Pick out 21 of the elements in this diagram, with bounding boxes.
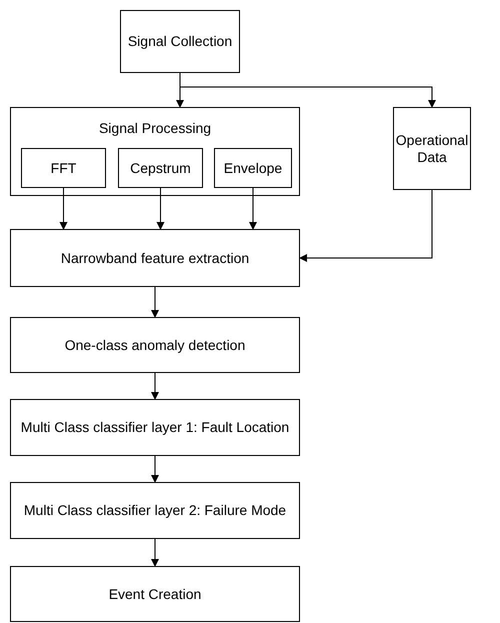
arrow <box>151 286 159 318</box>
process-box: Event Creation <box>10 566 300 622</box>
arrow <box>151 538 159 567</box>
process-box: Narrowband feature extraction <box>10 229 300 287</box>
process-box: Signal Collection <box>120 10 240 73</box>
group-box <box>10 107 300 196</box>
arrow <box>299 190 432 262</box>
group-title: Signal Processing <box>98 120 212 137</box>
process-box: Multi Class classifier layer 2: Failure Mode <box>10 482 300 539</box>
arrow <box>249 188 257 230</box>
arrow <box>60 188 68 230</box>
arrow <box>151 456 159 483</box>
process-box: Multi Class classifier layer 1: Fault Location <box>10 399 300 456</box>
process-box: Envelope <box>214 148 292 188</box>
arrow <box>180 72 436 108</box>
arrow <box>151 372 159 400</box>
process-box: FFT <box>21 148 106 188</box>
process-box: One-class anomaly detection <box>10 317 300 373</box>
process-box: Operational Data <box>393 107 471 190</box>
process-box: Cepstrum <box>118 148 203 188</box>
arrow <box>156 188 164 230</box>
